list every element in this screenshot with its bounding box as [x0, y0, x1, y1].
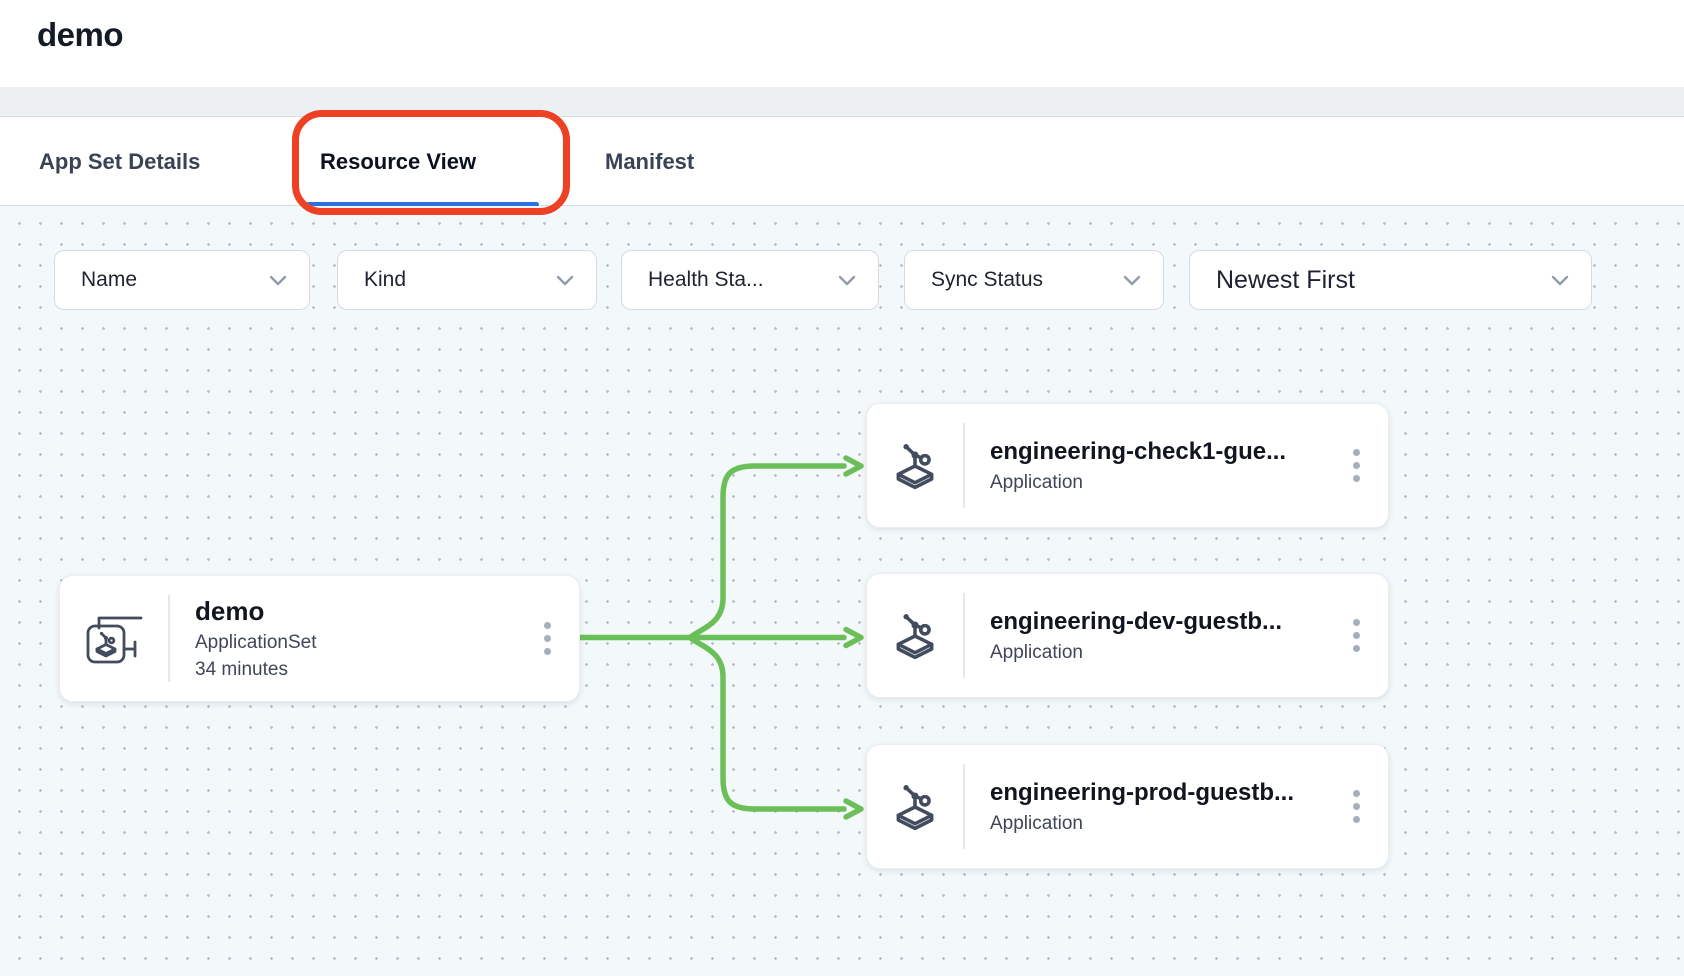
filter-sync-status-dropdown[interactable]: Sync Status: [904, 250, 1164, 310]
node-kind: Application: [990, 812, 1083, 834]
node-application-check1[interactable]: engineering-check1-gue... Application: [866, 403, 1389, 528]
active-tab-underline: [306, 202, 539, 207]
sort-order-label: Newest First: [1216, 265, 1355, 294]
chevron-down-icon: [838, 275, 856, 285]
node-menu-button[interactable]: [1338, 438, 1374, 494]
node-kind: Application: [990, 641, 1083, 663]
tab-bar: App Set Details Resource View Manifest: [0, 117, 1684, 207]
application-icon: [867, 441, 963, 491]
filter-health-status-dropdown[interactable]: Health Sta...: [621, 250, 879, 310]
node-divider: [168, 595, 170, 682]
node-divider: [963, 764, 965, 849]
node-title: engineering-dev-guestb...: [990, 607, 1283, 635]
applicationset-icon: [60, 611, 168, 667]
node-title: engineering-check1-gue...: [990, 437, 1287, 465]
tab-manifest[interactable]: Manifest: [605, 148, 695, 174]
node-kind: ApplicationSet: [195, 632, 317, 653]
filter-kind-dropdown[interactable]: Kind: [337, 250, 597, 310]
filter-name-label: Name: [81, 268, 138, 291]
filter-health-status-label: Health Sta...: [648, 268, 764, 291]
node-kind: Application: [990, 471, 1083, 493]
header-divider-band: [0, 87, 1684, 117]
filter-kind-label: Kind: [364, 268, 407, 291]
chevron-down-icon: [1123, 275, 1141, 285]
node-application-dev[interactable]: engineering-dev-guestb... Application: [866, 573, 1389, 698]
chevron-down-icon: [556, 275, 574, 285]
filter-sync-status-label: Sync Status: [931, 268, 1044, 291]
node-divider: [963, 423, 965, 508]
node-applicationset-demo[interactable]: demo ApplicationSet 34 minutes: [59, 575, 580, 702]
node-title: engineering-prod-guestb...: [990, 778, 1294, 806]
node-menu-button[interactable]: [1338, 779, 1374, 835]
page-header: demo: [0, 0, 1684, 87]
node-application-prod[interactable]: engineering-prod-guestb... Application: [866, 744, 1389, 869]
node-menu-button[interactable]: [529, 611, 565, 667]
page-title: demo: [37, 16, 124, 53]
application-icon: [867, 611, 963, 661]
application-icon: [867, 782, 963, 832]
chevron-down-icon: [1551, 275, 1569, 285]
tab-resource-view[interactable]: Resource View: [320, 148, 477, 174]
filter-name-dropdown[interactable]: Name: [54, 250, 310, 310]
sort-order-dropdown[interactable]: Newest First: [1189, 250, 1592, 310]
node-menu-button[interactable]: [1338, 608, 1374, 664]
node-age: 34 minutes: [195, 659, 288, 680]
tab-app-set-details[interactable]: App Set Details: [39, 148, 201, 174]
node-divider: [963, 593, 965, 678]
node-title: demo: [195, 596, 265, 626]
chevron-down-icon: [269, 275, 287, 285]
